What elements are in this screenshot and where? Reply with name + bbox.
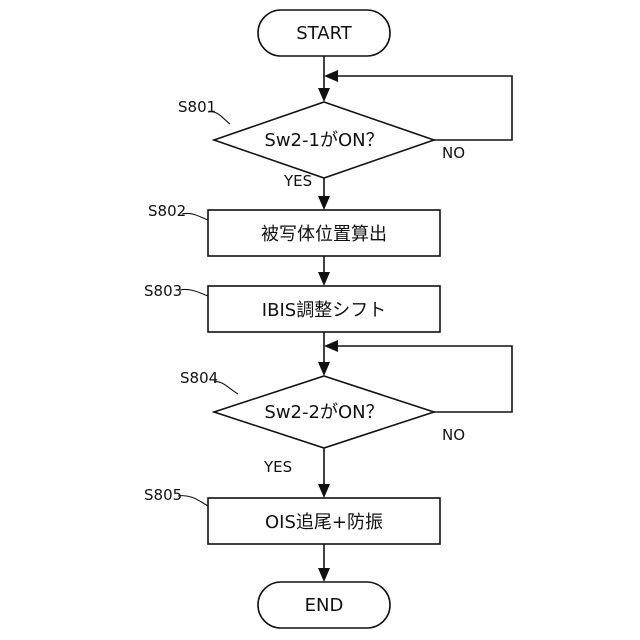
end-terminal: END — [258, 582, 390, 628]
step-id-s802: S802 — [148, 202, 186, 220]
arrow-into-s801 — [318, 88, 330, 102]
step-s802: 被写体位置算出 S802 — [148, 202, 440, 256]
leader-s803 — [180, 289, 208, 296]
s804-yes-label: YES — [263, 458, 292, 476]
step-s805: OIS追尾+防振 S805 — [144, 486, 440, 544]
start-label: START — [296, 23, 353, 44]
arrow-into-s805 — [318, 484, 330, 498]
start-terminal: START — [258, 10, 390, 56]
step-id-s805: S805 — [144, 486, 182, 504]
process-s803-text: IBIS調整シフト — [262, 300, 386, 321]
end-label: END — [305, 595, 344, 616]
arrow-into-s804 — [318, 362, 330, 376]
decision-s804-text: Sw2-2がON？ — [264, 402, 383, 423]
arrow-s804-no-loop — [324, 340, 338, 352]
decision-s801-text: Sw2-1がON？ — [264, 130, 383, 151]
arrow-into-end — [318, 568, 330, 582]
step-id-s803: S803 — [144, 282, 182, 300]
step-id-s804: S804 — [180, 369, 218, 387]
step-s804: Sw2-2がON？ S804 NO YES — [180, 369, 465, 476]
step-id-s801: S801 — [178, 98, 216, 116]
step-s801: Sw2-1がON？ S801 NO YES — [178, 98, 465, 190]
s801-yes-label: YES — [283, 172, 312, 190]
step-s803: IBIS調整シフト S803 — [144, 282, 440, 332]
s801-no-label: NO — [442, 144, 465, 162]
s804-no-label: NO — [442, 426, 465, 444]
arrow-s801-no-loop — [324, 70, 338, 82]
process-s802-text: 被写体位置算出 — [261, 224, 387, 245]
arrow-into-s802 — [318, 196, 330, 210]
leader-s805 — [178, 496, 208, 506]
process-s805-text: OIS追尾+防振 — [265, 512, 383, 533]
arrow-into-s803 — [318, 272, 330, 286]
